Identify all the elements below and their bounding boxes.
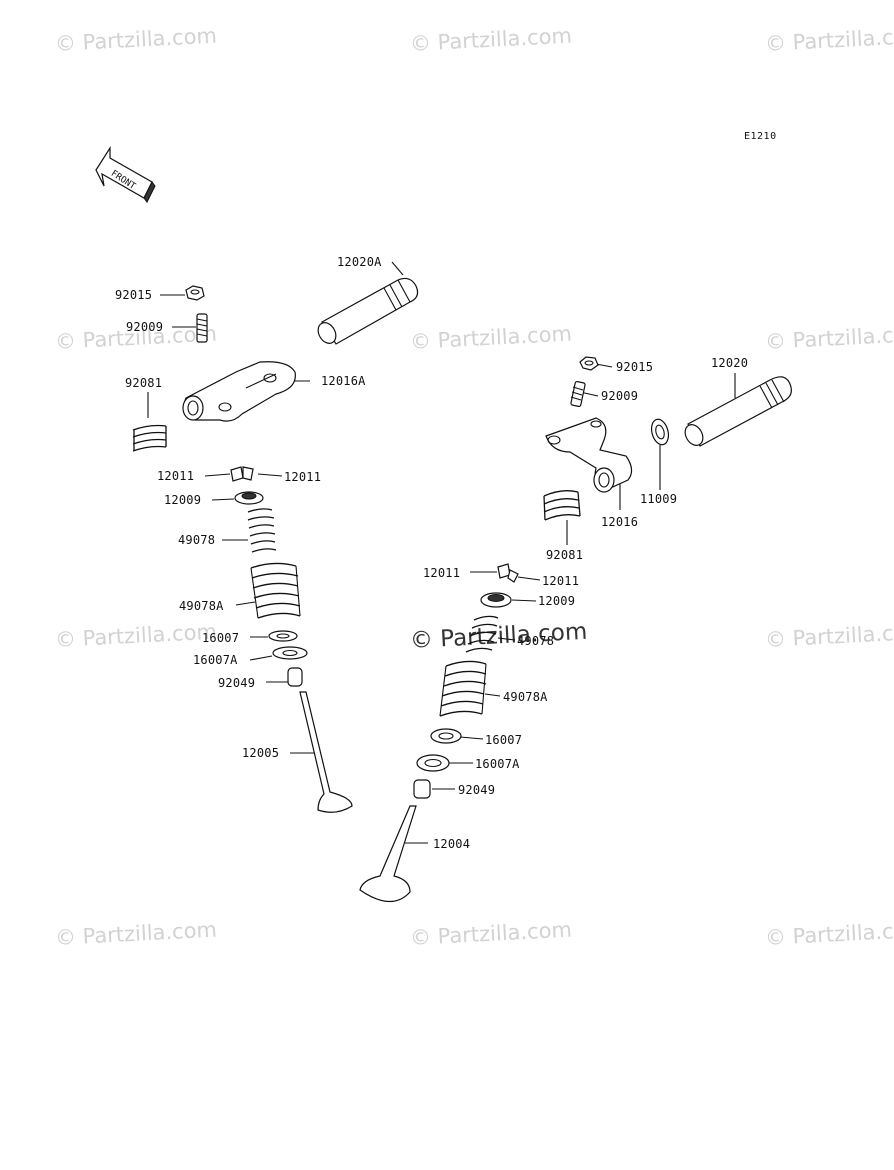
spring-retainer-12009-left (234, 491, 264, 505)
nut-92015-left (185, 285, 205, 301)
callout-16007: 16007 (202, 631, 240, 645)
spring-seat-16007-right (430, 728, 462, 744)
callout-12020: 12020 (711, 356, 749, 370)
callout-92009: 92009 (601, 389, 639, 403)
callout-49078a: 49078A (503, 690, 548, 704)
rocker-arm-12016 (545, 417, 633, 493)
callout-12020a: 12020A (337, 255, 382, 269)
adjuster-screw-92009-left (196, 313, 208, 343)
callout-12011: 12011 (542, 574, 580, 588)
callout-16007a: 16007A (193, 653, 238, 667)
callout-12004: 12004 (433, 837, 471, 851)
callout-92015: 92015 (115, 288, 153, 302)
valve-12004 (359, 805, 417, 903)
rocker-arm-12016A (182, 361, 296, 422)
callout-92015: 92015 (616, 360, 654, 374)
callout-92049: 92049 (218, 676, 256, 690)
callout-12009: 12009 (164, 493, 202, 507)
spring-seat-16007A-left (272, 646, 308, 660)
inner-spring-49078-left (247, 508, 277, 553)
rocker-shaft-12020A (317, 277, 419, 345)
nut-92015-right (579, 356, 599, 371)
callout-49078: 49078 (517, 634, 555, 648)
valve-keeper-12011-left (230, 466, 254, 482)
adjuster-screw-92009-right (570, 380, 586, 408)
callout-12016: 12016 (601, 515, 639, 529)
callout-92009: 92009 (126, 320, 164, 334)
spring-92081-left (132, 424, 167, 452)
callout-92081: 92081 (546, 548, 584, 562)
callout-49078: 49078 (178, 533, 216, 547)
callout-92049: 92049 (458, 783, 496, 797)
diagram-code: E1210 (744, 131, 777, 142)
spring-seat-16007-left (268, 630, 298, 642)
callout-12009: 12009 (538, 594, 576, 608)
rocker-shaft-12020 (684, 376, 792, 447)
valve-keeper-12011-right (497, 563, 519, 583)
callout-16007a: 16007A (475, 757, 520, 771)
callout-12005: 12005 (242, 746, 280, 760)
front-arrow-icon: FRONT (95, 145, 156, 203)
callout-92081: 92081 (125, 376, 163, 390)
leader-lines (147, 261, 736, 844)
washer-11009 (650, 418, 670, 446)
outer-spring-49078A-right (439, 660, 487, 717)
callout-12011: 12011 (423, 566, 461, 580)
inner-spring-49078-right (465, 615, 499, 653)
callout-12011: 12011 (157, 469, 195, 483)
spring-retainer-12009-right (480, 592, 512, 608)
spring-92081-right (543, 490, 581, 521)
callout-49078a: 49078A (179, 599, 224, 613)
valve-12005 (299, 691, 353, 813)
outer-spring-49078A-left (250, 562, 301, 619)
callout-11009: 11009 (640, 492, 678, 506)
valve-seal-92049-right (413, 779, 431, 799)
callout-16007: 16007 (485, 733, 523, 747)
valve-seal-92049-left (287, 667, 303, 687)
spring-seat-16007A-right (416, 754, 450, 772)
callout-12016a: 12016A (321, 374, 366, 388)
callout-12011: 12011 (284, 470, 322, 484)
